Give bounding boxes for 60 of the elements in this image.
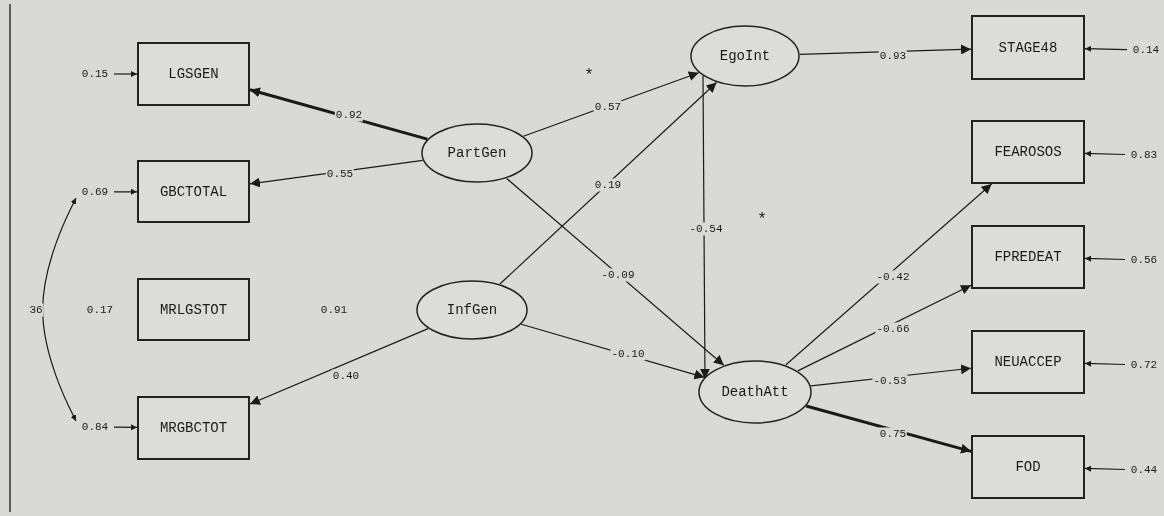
path-arrow xyxy=(113,424,138,431)
path-arrow xyxy=(249,328,429,405)
latent-variable-ellipse xyxy=(698,360,812,424)
variable-name: GBCTOTAL xyxy=(159,183,228,200)
path-arrow xyxy=(1084,360,1126,367)
latent-variable-ellipse xyxy=(690,25,800,87)
observed-variable-box xyxy=(971,330,1085,394)
error-variance-value: 0.56 xyxy=(1127,252,1161,268)
path-coefficient: 0.92 xyxy=(334,108,364,122)
error-variance-value: 0.15 xyxy=(78,66,112,82)
path-coefficient: 36 xyxy=(28,303,44,317)
path-arrow xyxy=(1084,150,1126,157)
variable-name: InfGen xyxy=(446,302,498,318)
latent-variable-ellipse xyxy=(421,123,533,183)
error-variance-value: 0.72 xyxy=(1127,357,1161,373)
observed-variable-box xyxy=(137,160,250,223)
observed-variable-box xyxy=(137,396,250,460)
path-coefficient: -0.42 xyxy=(875,270,911,284)
path-arrow xyxy=(699,75,710,380)
path-arrow xyxy=(506,177,725,366)
latent-variable-ellipse xyxy=(416,280,528,340)
error-variance-value: 0.44 xyxy=(1127,462,1161,478)
observed-variable-box xyxy=(971,120,1085,184)
path-arrow xyxy=(1084,255,1126,262)
error-variance-value: 0.84 xyxy=(78,419,112,435)
path-arrow xyxy=(113,71,138,77)
path-arrow xyxy=(1084,45,1128,52)
variable-name: MRGBCTOT xyxy=(159,420,228,436)
variable-name: NEUACCEP xyxy=(994,354,1062,370)
significance-mark: * xyxy=(583,69,595,83)
variable-name: FPREDEAT xyxy=(994,249,1062,265)
observed-variable-box xyxy=(971,225,1085,289)
path-coefficient: -0.66 xyxy=(875,322,911,336)
path-coefficient: -0.09 xyxy=(600,268,636,282)
variable-name: FEAROSOS xyxy=(994,144,1062,160)
significance-mark: * xyxy=(756,213,768,227)
variable-name: STAGE48 xyxy=(998,39,1058,56)
observed-variable-box xyxy=(971,15,1085,80)
variable-name: FOD xyxy=(1015,459,1041,475)
covariance-curve xyxy=(42,197,77,422)
variable-name: MRLGSTOT xyxy=(159,301,228,318)
variable-name: EgoInt xyxy=(719,48,771,64)
error-variance-value: 0.69 xyxy=(78,184,112,200)
error-variance-value: 0.14 xyxy=(1129,42,1163,58)
variable-name: PartGen xyxy=(447,145,507,161)
path-coefficient: -0.54 xyxy=(688,222,724,236)
path-arrow xyxy=(113,188,138,195)
observed-variable-box xyxy=(137,278,250,341)
path-arrow xyxy=(1084,465,1126,472)
path-arrow xyxy=(785,183,993,366)
error-variance-value: 0.83 xyxy=(1127,147,1161,163)
path-coefficient: 0.19 xyxy=(593,178,623,192)
variable-name: DeathAtt xyxy=(721,384,789,400)
observed-variable-box xyxy=(971,435,1085,499)
path-coefficient: 0.57 xyxy=(593,100,623,114)
variable-name: LGSGEN xyxy=(168,66,219,82)
path-arrow xyxy=(805,404,972,454)
path-arrow xyxy=(499,81,718,285)
path-coefficient: -0.10 xyxy=(610,347,646,361)
observed-variable-box xyxy=(137,42,250,106)
